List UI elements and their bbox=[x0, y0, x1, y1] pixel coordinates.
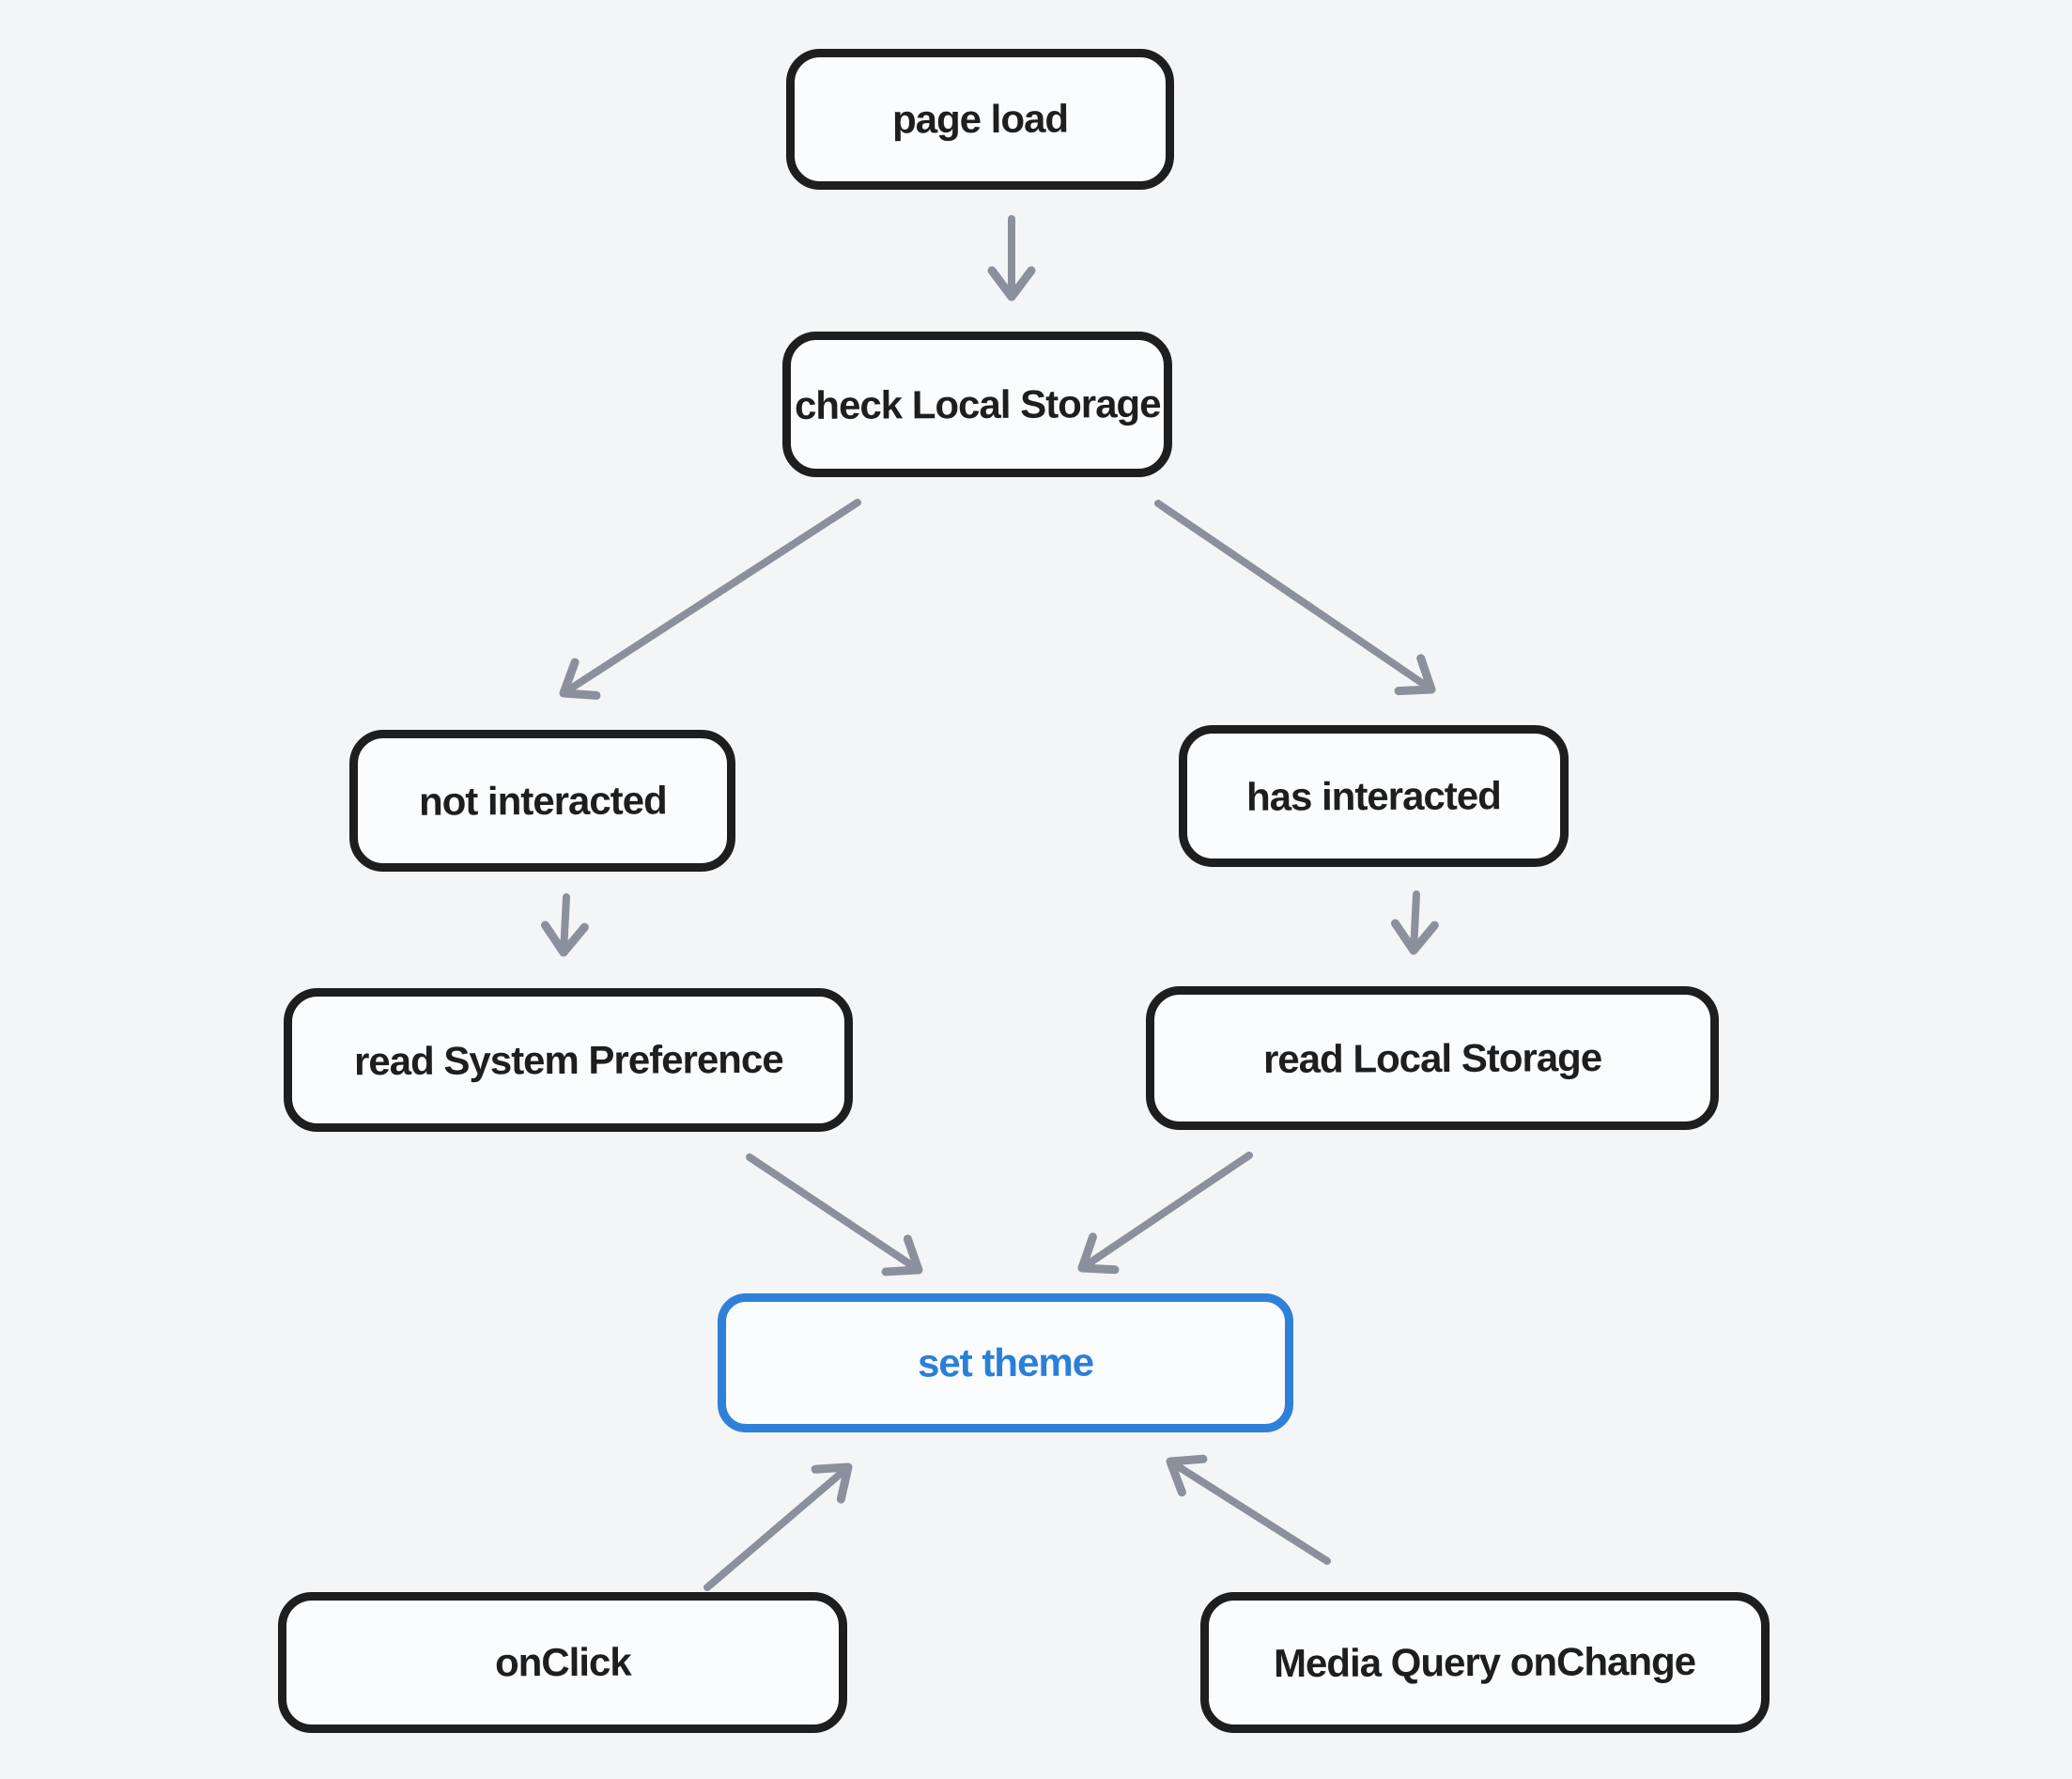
node-read-local-storage: read Local Storage bbox=[1146, 986, 1719, 1130]
node-check-local-storage: check Local Storage bbox=[782, 332, 1172, 477]
node-media-query-onchange: Media Query onChange bbox=[1200, 1592, 1770, 1733]
node-not-interacted: not interacted bbox=[349, 730, 735, 872]
node-read-system-preference-label: read System Preference bbox=[353, 1036, 783, 1083]
arrow-onclick-to-set-theme bbox=[704, 1462, 853, 1591]
node-onclick-label: onClick bbox=[494, 1639, 631, 1685]
node-onclick: onClick bbox=[278, 1592, 847, 1733]
node-set-theme-label: set theme bbox=[917, 1339, 1094, 1385]
node-read-local-storage-label: read Local Storage bbox=[1262, 1034, 1602, 1081]
node-has-interacted-label: has interacted bbox=[1245, 772, 1502, 819]
node-page-load: page load bbox=[786, 49, 1174, 190]
arrow-check-local-storage-to-has-interacted bbox=[1154, 500, 1436, 696]
node-has-interacted: has interacted bbox=[1179, 725, 1569, 867]
node-media-query-onchange-label: Media Query onChange bbox=[1274, 1638, 1696, 1686]
node-read-system-preference: read System Preference bbox=[284, 988, 853, 1132]
arrow-check-local-storage-to-not-interacted bbox=[559, 499, 861, 700]
node-set-theme: set theme bbox=[718, 1293, 1293, 1432]
arrow-media-query-onchange-to-set-theme bbox=[1166, 1454, 1331, 1565]
arrow-read-local-storage-to-set-theme bbox=[1077, 1152, 1253, 1275]
arrow-not-interacted-to-read-system-preference bbox=[540, 893, 589, 957]
node-check-local-storage-label: check Local Storage bbox=[794, 380, 1161, 427]
node-not-interacted-label: not interacted bbox=[418, 777, 667, 824]
arrow-read-system-preference-to-set-theme bbox=[746, 1153, 923, 1276]
node-page-load-label: page load bbox=[891, 96, 1069, 142]
arrow-has-interacted-to-read-local-storage bbox=[1390, 890, 1439, 955]
